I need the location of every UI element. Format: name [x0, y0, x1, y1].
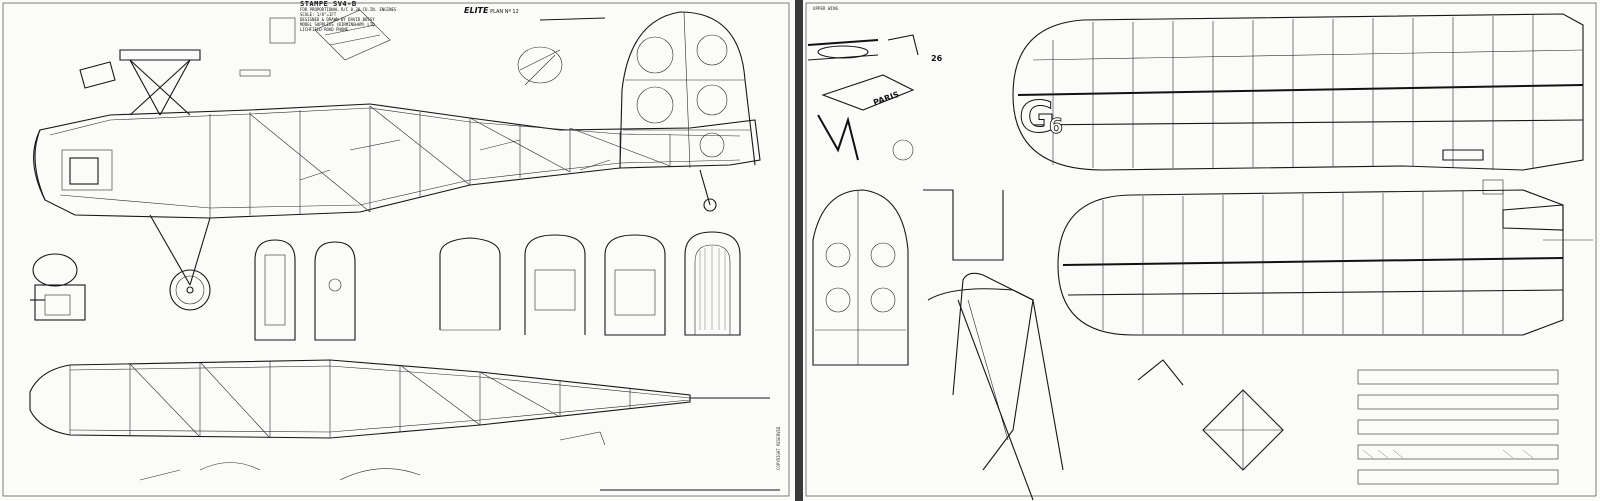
formers-row: [254, 231, 741, 341]
plan-number: 12: [512, 9, 519, 15]
small-parts-top: [79, 9, 606, 89]
cabane-struts: [119, 49, 201, 116]
plan-subtitle-1: FOR PROPORTIONAL R/C 0.30 CU.IN. ENGINES: [300, 7, 397, 12]
plan-title: STAMPE SV4-B: [300, 0, 357, 8]
registration-g: G: [1018, 92, 1056, 144]
corner-note: UPPER WING: [813, 6, 839, 11]
left-plan-drawing: [2, 2, 790, 497]
plan-subtitle-5: LICHFIELD ROAD PHONE: [300, 27, 349, 32]
leader-lines: [299, 139, 611, 181]
fin-rudder-outline: [619, 11, 756, 169]
registration-letters: G 6: [1018, 92, 1063, 144]
brand-name: ELITE: [464, 6, 489, 15]
left-plan-sheet: STAMPE SV4-B FOR PROPORTIONAL R/C 0.30 C…: [0, 0, 795, 501]
fuselage-side-view: [33, 103, 761, 219]
plan-subtitle-2: SCALE: 1/8"=1FT: [300, 12, 337, 17]
registration-6: 6: [1049, 114, 1064, 139]
aircraft-sketch: [807, 34, 919, 161]
landing-gear: [149, 169, 717, 311]
wing-tip-parts: [1442, 149, 1593, 241]
left-border: [2, 2, 790, 497]
plan-title-block: STAMPE SV4-B FOR PROPORTIONAL R/C 0.30 C…: [300, 0, 435, 33]
right-plan-drawing: [805, 2, 1597, 501]
engine-detail: [30, 253, 86, 321]
upper-wing-plan: [1012, 13, 1584, 171]
plan-label: PLAN Nº: [490, 9, 511, 15]
tailplane-plan: [927, 272, 1064, 501]
right-plan-sheet: G 6 26 PARIS UPPER WING: [803, 0, 1600, 501]
fuselage-top-view: [29, 359, 770, 439]
plan-subtitle-4: MODEL SUPPLIES (BIRMINGHAM) LTD: [300, 22, 375, 27]
brand-block: ELITE PLAN Nº 12: [464, 6, 519, 15]
plan-subtitle-3: DESIGNED & DRAWN BY DAVID BOSSY: [300, 17, 375, 22]
fin-elevation: [812, 189, 909, 366]
cabane-elevation: [923, 189, 1284, 471]
bottom-parts: [139, 431, 780, 491]
lower-wing-plan: [1057, 189, 1564, 336]
copyright-note: COPYRIGHT RESERVED: [776, 426, 781, 470]
strip-parts: [1357, 369, 1559, 485]
registration-number: 26: [931, 54, 943, 63]
